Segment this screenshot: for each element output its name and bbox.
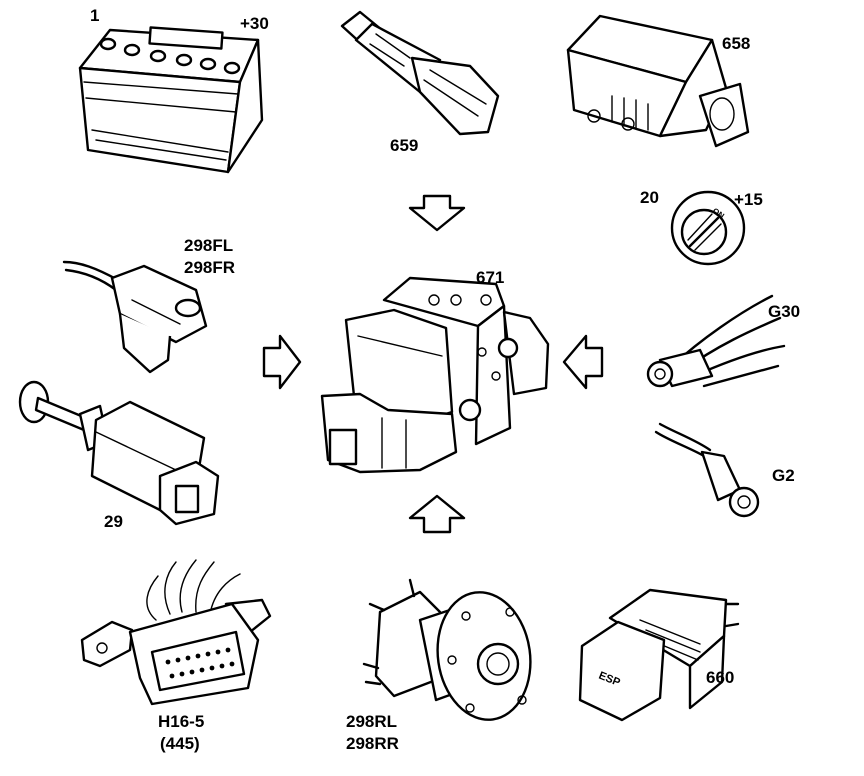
label-yaw-rate-sensor: 658 xyxy=(722,34,751,53)
front-wheel-sensor-icon xyxy=(62,260,208,374)
pressure-sensor-icon xyxy=(340,10,500,136)
label-hydraulic-unit: 671 xyxy=(476,268,505,287)
label-rear-wheel-sensor-left: 298RL xyxy=(346,712,398,731)
arrow-right-icon xyxy=(262,334,302,390)
label-brake-light-switch: 29 xyxy=(104,512,123,531)
label-diagnostic-connector: H16-5 xyxy=(158,712,205,731)
yaw-rate-sensor-icon xyxy=(566,14,750,148)
battery-icon xyxy=(78,26,264,174)
arrow-up-icon xyxy=(408,494,466,534)
brake-light-switch-icon xyxy=(18,380,220,526)
arrow-down-icon xyxy=(408,194,466,232)
esp-switch-icon: ESP xyxy=(578,588,740,722)
label-ground-point-2: G2 xyxy=(772,466,795,485)
label-pressure-sensor: 659 xyxy=(390,136,419,155)
ignition-switch-icon: ON xyxy=(670,190,746,266)
ground-point-g2-icon xyxy=(654,422,760,518)
label-front-wheel-sensor-right: 298FR xyxy=(184,258,236,277)
rear-wheel-hub-sensor-icon xyxy=(362,578,532,721)
label-ignition-switch: 20 xyxy=(640,188,659,207)
diagnostic-connector-icon xyxy=(80,559,272,706)
ground-point-g30-icon xyxy=(646,294,786,388)
label-ground-point-1: G30 xyxy=(768,302,801,321)
hydraulic-unit-icon xyxy=(320,276,550,474)
label-diagnostic-connector-ref: (445) xyxy=(160,734,200,753)
arrow-left-icon xyxy=(562,334,604,390)
label-esp-switch: 660 xyxy=(706,668,735,687)
label-rear-wheel-sensor-right: 298RR xyxy=(346,734,399,753)
label-battery-terminal: +30 xyxy=(240,14,269,33)
label-battery: 1 xyxy=(90,6,100,25)
label-ignition-terminal: +15 xyxy=(734,190,763,209)
label-front-wheel-sensor-left: 298FL xyxy=(184,236,234,255)
